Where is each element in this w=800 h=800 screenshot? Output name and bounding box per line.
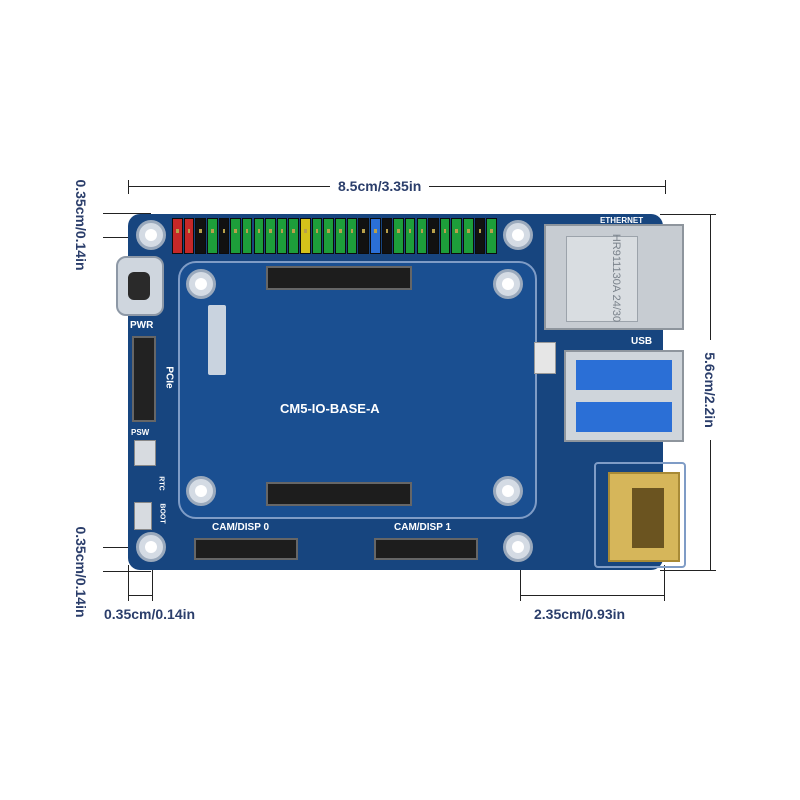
gpio-pin — [393, 218, 404, 254]
gpio-pin — [230, 218, 241, 254]
gpio-pin — [276, 218, 288, 254]
gpio-pin — [404, 218, 416, 254]
label-sticker — [208, 305, 226, 375]
gpio-pin — [195, 218, 206, 254]
gpio-pin — [486, 218, 497, 254]
gpio-pin — [428, 218, 439, 254]
gpio-pin — [288, 218, 300, 254]
gpio-pin — [172, 218, 183, 254]
usb-port[interactable] — [564, 350, 684, 442]
ethernet-port[interactable]: HR911130A 24/30 — [544, 224, 684, 330]
cam-disp-1-connector — [374, 538, 478, 560]
hdmi-area — [594, 462, 686, 568]
bottom-offset-line-1 — [103, 547, 151, 548]
gpio-pin — [463, 218, 474, 254]
top-hole-offset-label: 0.35cm/0.14in — [73, 179, 89, 271]
left-offset-line-2 — [152, 565, 153, 601]
compute-module-area: CM5-IO-BASE-A — [178, 261, 537, 519]
cm5-connector-bottom — [266, 482, 412, 506]
gpio-pin — [206, 218, 218, 254]
gpio-pin — [218, 218, 230, 254]
mounting-hole-bottom-left — [136, 532, 166, 562]
gpio-pin — [451, 218, 463, 254]
right-offset-line-h — [520, 595, 665, 596]
gpio-pin — [241, 218, 253, 254]
right-hole-offset-label: 2.35cm/0.93in — [534, 606, 626, 622]
gpio-pin — [416, 218, 428, 254]
gpio-pin — [346, 218, 358, 254]
cm5-connector-top — [266, 266, 412, 290]
left-offset-line-h — [128, 595, 153, 596]
width-dimension-label: 8.5cm/3.35in — [330, 178, 430, 194]
cm-hole-4 — [493, 476, 523, 506]
pcb-board: CM5-IO-BASE-A PWR PCIe PSW RTC BOOT CAM/… — [116, 214, 686, 570]
gpio-pin — [300, 218, 311, 254]
left-hole-offset-label: 0.35cm/0.14in — [104, 606, 196, 622]
ethernet-label: ETHERNET — [600, 216, 644, 225]
gpio-pin — [311, 218, 323, 254]
width-dimension-right-tick — [665, 180, 666, 194]
gpio-pin — [335, 218, 346, 254]
gpio-pin — [253, 218, 265, 254]
gpio-pin — [474, 218, 486, 254]
power-switch-button[interactable] — [134, 440, 156, 466]
ethernet-jack-text: HR911130A 24/30 — [610, 233, 622, 323]
cam-disp-1-label: CAM/DISP 1 — [394, 522, 452, 533]
rtc-label: RTC — [157, 476, 165, 491]
mounting-hole-bottom-right — [503, 532, 533, 562]
cm-hole-1 — [186, 269, 216, 299]
gpio-pin — [183, 218, 195, 254]
fan-connector — [534, 342, 556, 374]
height-dimension-top-tick — [660, 214, 716, 215]
bottom-hole-offset-label: 0.35cm/0.14in — [73, 526, 89, 618]
hdmi-port[interactable] — [608, 472, 680, 562]
gpio-pin — [369, 218, 381, 254]
usb-c-power-port[interactable] — [116, 256, 164, 316]
mounting-hole-top-right — [503, 220, 533, 250]
boot-label: BOOT — [158, 503, 166, 524]
mounting-hole-top-left — [136, 220, 166, 250]
cam-disp-0-connector — [194, 538, 298, 560]
pwr-label: PWR — [130, 320, 154, 331]
pcie-connector — [132, 336, 156, 422]
cm-hole-3 — [186, 476, 216, 506]
height-dimension-bottom-tick — [660, 570, 716, 571]
right-offset-line-2 — [664, 565, 665, 601]
pcie-label: PCIe — [163, 366, 175, 389]
cam-disp-0-label: CAM/DISP 0 — [212, 522, 270, 533]
top-offset-line-1 — [103, 213, 151, 214]
width-dimension-left-tick — [128, 180, 129, 194]
gpio-pin — [381, 218, 393, 254]
gpio-header — [172, 218, 498, 254]
gpio-pin — [439, 218, 451, 254]
board-name-label: CM5-IO-BASE-A — [280, 401, 380, 416]
usb-label: USB — [631, 336, 653, 347]
height-dimension-label: 5.6cm/2.2in — [702, 340, 718, 440]
top-offset-line-2 — [103, 237, 151, 238]
psw-label: PSW — [131, 428, 150, 437]
bottom-offset-line-2 — [103, 571, 151, 572]
right-offset-line-1 — [520, 565, 521, 601]
gpio-pin — [358, 218, 369, 254]
gpio-pin — [265, 218, 276, 254]
gpio-pin — [323, 218, 334, 254]
cm-hole-2 — [493, 269, 523, 299]
boot-button[interactable] — [134, 502, 152, 530]
left-offset-line-1 — [128, 565, 129, 601]
